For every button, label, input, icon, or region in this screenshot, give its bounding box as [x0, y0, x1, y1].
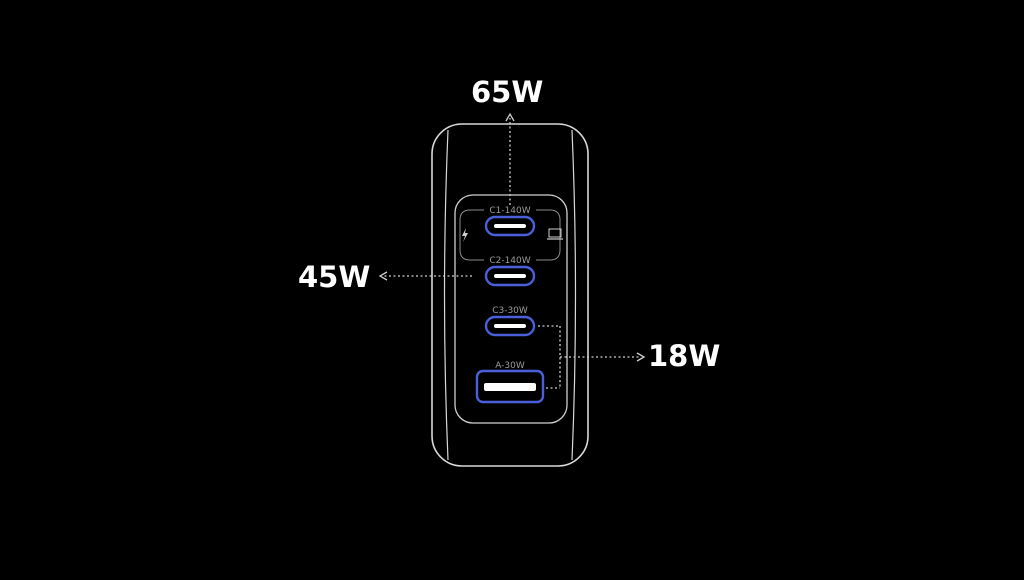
port-panel	[454, 194, 568, 424]
power-callout-45w: 45W	[298, 260, 371, 294]
usb-c-port-c1	[484, 215, 536, 237]
usb-c-port-c3	[484, 315, 536, 337]
laptop-icon	[547, 228, 563, 240]
port-group-bracket	[459, 209, 561, 261]
power-callout-18w: 18W	[648, 339, 721, 373]
leader-65w	[505, 112, 515, 205]
port-label-c3: C3-30W	[492, 306, 528, 316]
port-label-c2: C2-140W	[489, 256, 530, 266]
port-label-a: A-30W	[495, 361, 525, 371]
lightning-bolt-icon	[462, 228, 468, 242]
usb-a-port	[475, 369, 545, 404]
port-label-c1: C1-140W	[489, 206, 530, 216]
usb-c-port-c2	[484, 265, 536, 287]
power-callout-65w: 65W	[471, 75, 544, 109]
leader-45w	[378, 271, 472, 281]
leader-18w	[538, 325, 646, 389]
